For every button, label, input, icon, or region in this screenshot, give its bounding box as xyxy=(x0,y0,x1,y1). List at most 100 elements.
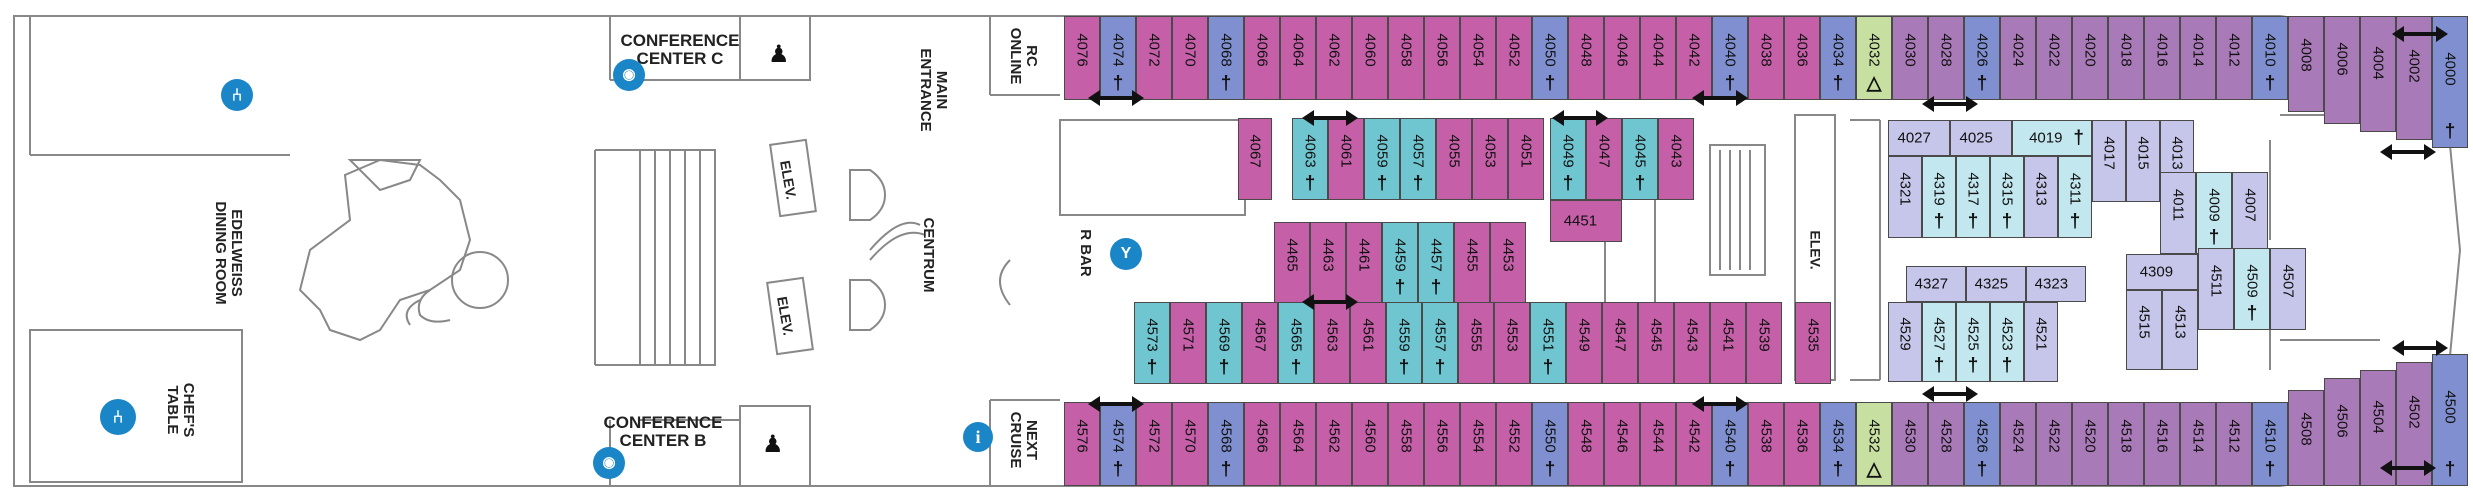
cabin-4325[interactable]: 4325 xyxy=(1966,266,2026,302)
cabin-4055[interactable]: 4055 xyxy=(1436,118,1472,200)
cabin-4553[interactable]: 4553 xyxy=(1494,302,1530,384)
cabin-4463[interactable]: 4463 xyxy=(1310,222,1346,304)
cabin-4017[interactable]: 4017 xyxy=(2092,120,2126,202)
cabin-4061[interactable]: 4061 xyxy=(1328,118,1364,200)
cabin-4028[interactable]: 4028 xyxy=(1928,16,1964,100)
cabin-4550[interactable]: 4550† xyxy=(1532,402,1568,486)
cabin-4545[interactable]: 4545 xyxy=(1638,302,1674,384)
cabin-4574[interactable]: 4574† xyxy=(1100,402,1136,486)
cabin-4513[interactable]: 4513 xyxy=(2162,290,2198,370)
cabin-4461[interactable]: 4461 xyxy=(1346,222,1382,304)
cabin-4527[interactable]: 4527† xyxy=(1922,302,1956,382)
cabin-4559[interactable]: 4559† xyxy=(1386,302,1422,384)
cabin-4038[interactable]: 4038 xyxy=(1748,16,1784,100)
cabin-4006[interactable]: 4006 xyxy=(2324,16,2360,124)
cabin-4044[interactable]: 4044 xyxy=(1640,16,1676,100)
cabin-4000[interactable]: 4000† xyxy=(2432,16,2468,148)
cabin-4453[interactable]: 4453 xyxy=(1490,222,1526,304)
cabin-4530[interactable]: 4530 xyxy=(1892,402,1928,486)
cabin-4573[interactable]: 4573† xyxy=(1134,302,1170,384)
cabin-4521[interactable]: 4521 xyxy=(2024,302,2058,382)
cabin-4315[interactable]: 4315† xyxy=(1990,156,2024,238)
cabin-4571[interactable]: 4571 xyxy=(1170,302,1206,384)
cabin-4535[interactable]: 4535 xyxy=(1795,302,1831,384)
cabin-4043[interactable]: 4043 xyxy=(1658,118,1694,200)
cabin-4506[interactable]: 4506 xyxy=(2324,378,2360,486)
cabin-4568[interactable]: 4568† xyxy=(1208,402,1244,486)
cabin-4009[interactable]: 4009† xyxy=(2196,172,2232,254)
cabin-4046[interactable]: 4046 xyxy=(1604,16,1640,100)
cabin-4570[interactable]: 4570 xyxy=(1172,402,1208,486)
cabin-4566[interactable]: 4566 xyxy=(1244,402,1280,486)
cabin-4026[interactable]: 4026† xyxy=(1964,16,2000,100)
cabin-4047[interactable]: 4047 xyxy=(1586,118,1622,200)
cabin-4536[interactable]: 4536 xyxy=(1784,402,1820,486)
cabin-4547[interactable]: 4547 xyxy=(1602,302,1638,384)
cabin-4529[interactable]: 4529 xyxy=(1888,302,1922,382)
cabin-4066[interactable]: 4066 xyxy=(1244,16,1280,100)
cabin-4011[interactable]: 4011 xyxy=(2160,172,2196,254)
cabin-4313[interactable]: 4313 xyxy=(2024,156,2058,238)
cabin-4014[interactable]: 4014 xyxy=(2180,16,2216,100)
cabin-4058[interactable]: 4058 xyxy=(1388,16,1424,100)
cabin-4525[interactable]: 4525† xyxy=(1956,302,1990,382)
cabin-4036[interactable]: 4036 xyxy=(1784,16,1820,100)
cabin-4051[interactable]: 4051 xyxy=(1508,118,1544,200)
cabin-4049[interactable]: 4049† xyxy=(1550,118,1586,200)
cabin-4008[interactable]: 4008 xyxy=(2288,16,2324,112)
cabin-4539[interactable]: 4539 xyxy=(1746,302,1782,384)
cabin-4015[interactable]: 4015 xyxy=(2126,120,2160,202)
cabin-4062[interactable]: 4062 xyxy=(1316,16,1352,100)
cabin-4522[interactable]: 4522 xyxy=(2036,402,2072,486)
cabin-4465[interactable]: 4465 xyxy=(1274,222,1310,304)
cabin-4523[interactable]: 4523† xyxy=(1990,302,2024,382)
cabin-4074[interactable]: 4074† xyxy=(1100,16,1136,100)
cabin-4560[interactable]: 4560 xyxy=(1352,402,1388,486)
cabin-4541[interactable]: 4541 xyxy=(1710,302,1746,384)
cabin-4020[interactable]: 4020 xyxy=(2072,16,2108,100)
cabin-4500[interactable]: 4500† xyxy=(2432,354,2468,486)
cabin-4552[interactable]: 4552 xyxy=(1496,402,1532,486)
cabin-4546[interactable]: 4546 xyxy=(1604,402,1640,486)
cabin-4034[interactable]: 4034† xyxy=(1820,16,1856,100)
cabin-4030[interactable]: 4030 xyxy=(1892,16,1928,100)
cabin-4509[interactable]: 4509† xyxy=(2234,248,2270,330)
cabin-4538[interactable]: 4538 xyxy=(1748,402,1784,486)
cabin-4561[interactable]: 4561 xyxy=(1350,302,1386,384)
cabin-4076[interactable]: 4076 xyxy=(1064,16,1100,100)
cabin-4507[interactable]: 4507 xyxy=(2270,248,2306,330)
cabin-4311[interactable]: 4311† xyxy=(2058,156,2092,238)
cabin-4548[interactable]: 4548 xyxy=(1568,402,1604,486)
cabin-4528[interactable]: 4528 xyxy=(1928,402,1964,486)
cabin-4064[interactable]: 4064 xyxy=(1280,16,1316,100)
cabin-4024[interactable]: 4024 xyxy=(2000,16,2036,100)
cabin-4070[interactable]: 4070 xyxy=(1172,16,1208,100)
cabin-4019[interactable]: 4019† xyxy=(2012,120,2092,156)
cabin-4027[interactable]: 4027 xyxy=(1888,120,1950,156)
cabin-4556[interactable]: 4556 xyxy=(1424,402,1460,486)
cabin-4459[interactable]: 4459† xyxy=(1382,222,1418,304)
cabin-4532[interactable]: 4532△ xyxy=(1856,402,1892,486)
cabin-4317[interactable]: 4317† xyxy=(1956,156,1990,238)
cabin-4007[interactable]: 4007 xyxy=(2232,172,2268,254)
cabin-4016[interactable]: 4016 xyxy=(2144,16,2180,100)
cabin-4572[interactable]: 4572 xyxy=(1136,402,1172,486)
cabin-4510[interactable]: 4510† xyxy=(2252,402,2288,486)
cabin-4508[interactable]: 4508 xyxy=(2288,390,2324,486)
cabin-4543[interactable]: 4543 xyxy=(1674,302,1710,384)
cabin-4455[interactable]: 4455 xyxy=(1454,222,1490,304)
cabin-4025[interactable]: 4025 xyxy=(1950,120,2012,156)
cabin-4040[interactable]: 4040† xyxy=(1712,16,1748,100)
cabin-4526[interactable]: 4526† xyxy=(1964,402,2000,486)
cabin-4457[interactable]: 4457† xyxy=(1418,222,1454,304)
cabin-4054[interactable]: 4054 xyxy=(1460,16,1496,100)
cabin-4551[interactable]: 4551† xyxy=(1530,302,1566,384)
cabin-4018[interactable]: 4018 xyxy=(2108,16,2144,100)
cabin-4520[interactable]: 4520 xyxy=(2072,402,2108,486)
cabin-4060[interactable]: 4060 xyxy=(1352,16,1388,100)
cabin-4063[interactable]: 4063† xyxy=(1292,118,1328,200)
cabin-4542[interactable]: 4542 xyxy=(1676,402,1712,486)
cabin-4569[interactable]: 4569† xyxy=(1206,302,1242,384)
cabin-4554[interactable]: 4554 xyxy=(1460,402,1496,486)
cabin-4549[interactable]: 4549 xyxy=(1566,302,1602,384)
